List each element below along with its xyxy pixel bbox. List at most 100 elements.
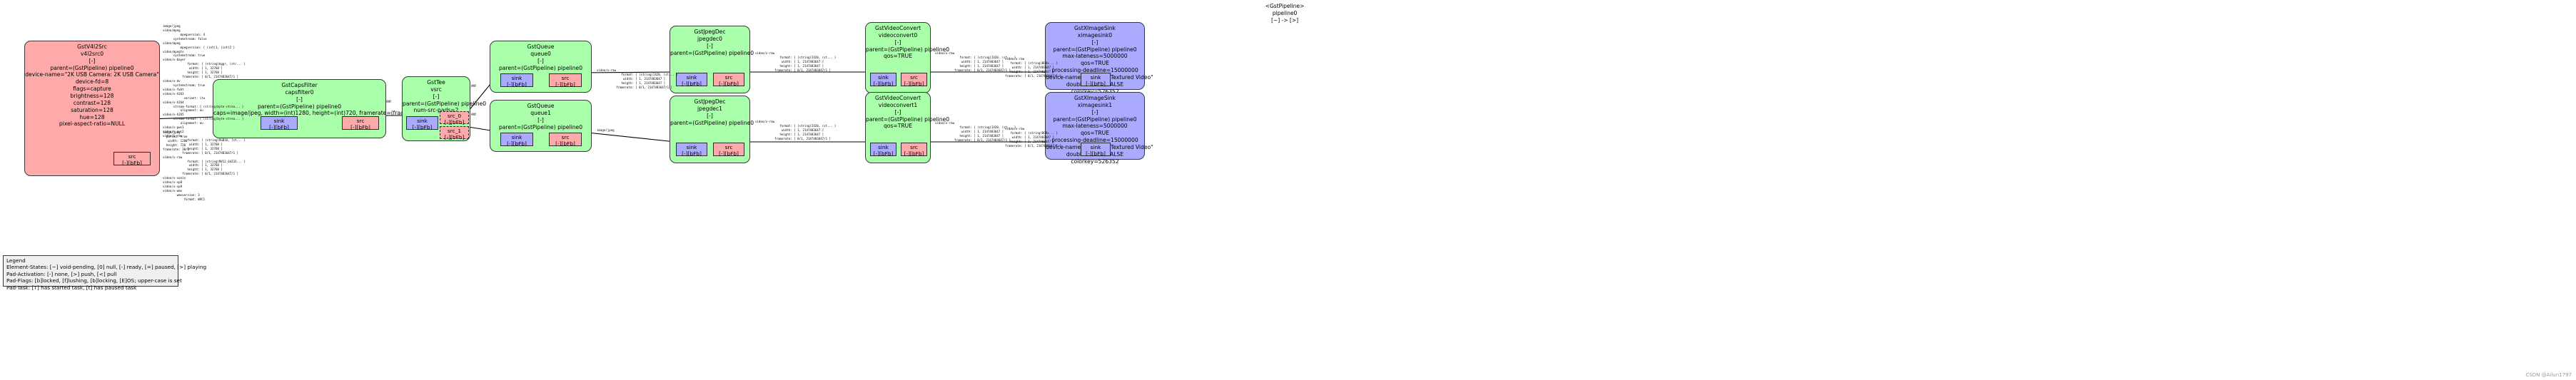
element-node-v4l2src0[interactable]: GstV4l2Src v4l2src0 [-] parent=(GstPipel… [24, 41, 160, 176]
legend-line-2: Pad-Flags: [b]locked, [f]lushing, [b]loc… [6, 277, 182, 284]
pad-state: [-][bFb] [904, 150, 924, 158]
element-node-capsfilter0[interactable]: GstCapsFilter capsfilter0 [-] parent=(Gs… [213, 79, 428, 138]
pad-state: [-][bFb] [444, 119, 465, 126]
pad-state: [-][bFb] [873, 81, 894, 88]
pad-label: sink [273, 118, 285, 124]
pad-state: [-][bFb] [1086, 81, 1106, 88]
pad-sink-jpegdec1[interactable]: sink[-][bFb] [676, 143, 707, 158]
pad-src-jpegdec0[interactable]: src[-][bFb] [713, 73, 744, 88]
pad-src-videoconvert0[interactable]: src[-][bFb] [901, 73, 927, 88]
pad-src-capsfilter0[interactable]: src[-][bFb] [342, 116, 379, 130]
pad-label: sink [878, 74, 889, 81]
pad-src-vsrc[interactable]: src_1[-][bFb] [440, 126, 469, 140]
pad-sink-ximagesink0[interactable]: sink[-][bFb] [1081, 73, 1111, 88]
pad-label: src [561, 75, 570, 81]
pad-label: sink [878, 144, 889, 150]
caps-label-v4l2src-to-capsfilter-caps: image/jpeg parsed: true width: 1280 heig… [163, 130, 189, 151]
element-node-jpegdec0[interactable]: GstJpegDec jpegdec0 [-] parent=(GstPipel… [670, 26, 754, 93]
pad-label: src [724, 74, 733, 81]
element-header-jpegdec1: GstJpegDec jpegdec1 [-] parent=(GstPipel… [670, 98, 754, 126]
watermark: CSDN @Ailun1797 [2525, 372, 2572, 378]
element-node-queue0[interactable]: GstQueue queue0 [-] parent=(GstPipeline)… [490, 41, 592, 93]
pad-label: src [910, 74, 918, 81]
caps-label-jpegdec0-out-caps: video/x-raw format: { (string)I420, (st.… [755, 51, 837, 72]
legend-box: Legend Element-States: [~] void-pending,… [3, 255, 206, 291]
pad-state: [-][bFb] [719, 150, 739, 158]
legend-line-0: Element-States: [~] void-pending, [0] nu… [6, 264, 207, 271]
element-header-queue0: GstQueue queue0 [-] parent=(GstPipeline)… [498, 43, 583, 71]
legend-line-1: Pad-Activation: [-] none, [>] push, [<] … [6, 270, 117, 277]
element-header-v4l2src0: GstV4l2Src v4l2src0 [-] parent=(GstPipel… [25, 43, 159, 128]
pad-label: sink [686, 144, 697, 150]
element-header-vsrc: GstTee vsrc [-] parent=(GstPipeline) pip… [403, 79, 487, 114]
element-header-videoconvert0: GstVideoConvert videoconvert0 [-] parent… [866, 25, 950, 60]
pad-state: [-][bFb] [719, 81, 739, 88]
pad-label: sink [686, 74, 697, 81]
element-node-videoconvert0[interactable]: GstVideoConvert videoconvert0 [-] parent… [865, 22, 950, 93]
caps-label-tee-to-queue0-caps: ANY [471, 84, 477, 88]
caps-label-queue0-to-jpegdec0-caps: video/x-raw format: { (string)I420, (st.… [597, 68, 677, 89]
pad-src-jpegdec1[interactable]: src[-][bFb] [713, 143, 744, 158]
element-node-queue1[interactable]: GstQueue queue1 [-] parent=(GstPipeline)… [490, 100, 592, 152]
pad-src-queue1[interactable]: src[-][bFb] [549, 133, 582, 148]
element-header-ximagesink0: GstXImageSink ximagesink0 [-] parent=(Gs… [1046, 25, 1153, 95]
pad-label: sink [511, 134, 522, 140]
caps-label-v4l2src-template-caps: image/jpeg video/mpeg mpegversion: 4 sys… [163, 24, 246, 201]
caps-label-capsfilter-to-tee-caps: ANY [386, 100, 392, 103]
element-node-jpegdec1[interactable]: GstJpegDec jpegdec1 [-] parent=(GstPipel… [670, 96, 754, 163]
pad-state: [-][bFb] [904, 81, 924, 88]
pad-label: src_1 [447, 128, 462, 134]
element-node-ximagesink0[interactable]: GstXImageSink ximagesink0 [-] parent=(Gs… [1045, 22, 1153, 95]
pad-sink-vsrc[interactable]: sink[-][bFb] [406, 116, 438, 130]
graph-title: <GstPipeline> pipeline0 [~] -> [>] [1265, 3, 1305, 24]
element-header-queue1: GstQueue queue1 [-] parent=(GstPipeline)… [498, 103, 583, 130]
pad-label: src [561, 134, 570, 140]
legend-title: Legend [6, 257, 26, 264]
caps-label-tee-to-queue1-caps: ANY [471, 113, 477, 116]
pad-src-videoconvert1[interactable]: src[-][bFb] [901, 143, 927, 158]
pad-sink-videoconvert0[interactable]: sink[-][bFb] [870, 73, 896, 88]
pad-state: [-][bFb] [1086, 150, 1106, 158]
element-node-videoconvert1[interactable]: GstVideoConvert videoconvert1 [-] parent… [865, 92, 950, 163]
element-node-ximagesink1[interactable]: GstXImageSink ximagesink1 [-] parent=(Gs… [1045, 92, 1153, 165]
legend-lines: Element-States: [~] void-pending, [0] nu… [6, 264, 207, 291]
pad-src-v4l2src0[interactable]: src[-][bFb] [113, 152, 151, 167]
caps-label-ximagesink0-in-caps: video/x-raw format: { (string)BGRx... } … [1005, 57, 1061, 78]
element-header-videoconvert1: GstVideoConvert videoconvert1 [-] parent… [866, 95, 950, 130]
pad-label: sink [1090, 144, 1101, 150]
pad-state: [-][bFb] [682, 150, 702, 158]
caps-label-videoconvert0-out-caps: video/x-raw format: { (string)I420, (st.… [935, 51, 1016, 72]
pad-state: [-][bFb] [555, 140, 575, 148]
caps-label-queue1-to-jpegdec1-caps: image/jpeg [597, 128, 615, 132]
pad-state: [-][bFb] [122, 160, 142, 167]
caps-label-ximagesink1-in-caps: video/x-raw format: { (string)BGRx... } … [1005, 127, 1061, 148]
pad-state: [-][bFb] [269, 124, 289, 131]
pad-src-vsrc[interactable]: src_0[-][bFb] [440, 111, 469, 126]
pad-state: [-][bFb] [412, 124, 433, 131]
pad-label: src [356, 118, 365, 124]
pad-src-queue0[interactable]: src[-][bFb] [549, 73, 582, 88]
pad-sink-jpegdec0[interactable]: sink[-][bFb] [676, 73, 707, 88]
legend-line-3: Pad-Task: [T] has started task, [t] has … [6, 284, 137, 291]
pad-state: [-][bFb] [507, 81, 527, 88]
element-node-vsrc[interactable]: GstTee vsrc [-] parent=(GstPipeline) pip… [402, 76, 487, 141]
pad-label: src [128, 153, 136, 160]
pad-sink-capsfilter0[interactable]: sink[-][bFb] [261, 116, 298, 130]
pad-label: sink [417, 118, 428, 124]
element-header-jpegdec0: GstJpegDec jpegdec0 [-] parent=(GstPipel… [670, 29, 754, 56]
pad-state: [-][bFb] [350, 124, 370, 131]
pad-state: [-][bFb] [873, 150, 894, 158]
pad-sink-videoconvert1[interactable]: sink[-][bFb] [870, 143, 896, 158]
pad-label: sink [1090, 74, 1101, 81]
caps-label-videoconvert1-out-caps: video/x-raw format: { (string)I420, (st.… [935, 121, 1016, 142]
pad-sink-ximagesink1[interactable]: sink[-][bFb] [1081, 143, 1111, 158]
pad-sink-queue1[interactable]: sink[-][bFb] [500, 133, 533, 148]
pad-label: src [724, 144, 733, 150]
pad-sink-queue0[interactable]: sink[-][bFb] [500, 73, 533, 88]
element-header-capsfilter0: GstCapsFilter capsfilter0 [-] parent=(Gs… [213, 82, 428, 117]
pad-state: [-][bFb] [682, 81, 702, 88]
pad-state: [-][bFb] [555, 81, 575, 88]
pad-state: [-][bFb] [507, 140, 527, 148]
